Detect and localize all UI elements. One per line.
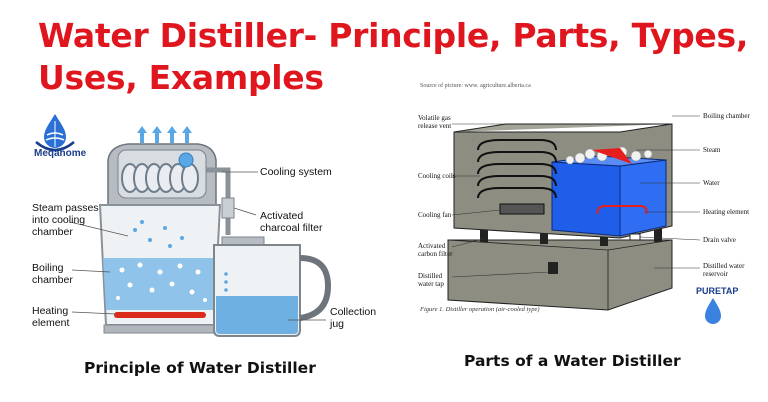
figure-caption: Figure 1. Distiller operation (air-coole… [420,306,540,313]
water-drop-icon [705,298,721,324]
label-cooling-fan: Cooling fan [418,211,452,219]
label-steam-passes-2: into cooling [32,214,86,226]
puretap-logo: PURETAP [696,286,739,296]
left-leader-lines [69,171,326,321]
page-title-line-2: Uses, Examples [38,58,324,97]
label-carbon-2: carbon filter [418,250,453,258]
label-activated-1: Activated [260,210,304,222]
label-steam: Steam [703,146,721,154]
globe-water-drop-icon [35,114,75,152]
distiller-machine [98,126,235,334]
label-heating-1: Heating [32,305,69,317]
caption-parts: Parts of a Water Distiller [464,352,681,370]
label-reservoir-1: Distilled water [703,262,745,270]
label-volatile-2: release vent [418,122,452,130]
right-leader-lines [451,115,701,278]
label-tap-1: Distilled [418,272,443,280]
label-cooling-coils: Cooling coils [418,172,456,180]
distiller-cutaway [447,123,673,311]
label-volatile-1: Volatile gas [418,114,451,122]
label-reservoir-2: reservoir [703,270,728,278]
page-title-line-1: Water Distiller- Principle, Parts, Types… [38,16,749,55]
label-heating-2: element [32,317,70,329]
label-drain-valve: Drain valve [703,236,736,244]
source-note: Source of picture: www. agriculture.albe… [420,83,531,89]
label-collection-2: jug [330,318,345,330]
label-steam-passes-1: Steam passes [32,202,99,214]
label-carbon-1: Activated [418,242,446,250]
collection-jug [213,236,332,337]
label-steam-passes-3: chamber [32,226,73,238]
label-cooling-system: Cooling system [260,166,332,178]
meqahome-logo: Meqahome [34,148,87,159]
label-heating-element: Heating element [703,208,750,216]
label-water: Water [703,179,720,187]
label-boiling-1: Boiling [32,262,64,274]
label-activated-2: charcoal filter [260,222,323,234]
label-collection-1: Collection [330,306,377,318]
label-tap-2: water tap [418,280,444,288]
steam-arrows [137,126,192,143]
caption-principle: Principle of Water Distiller [84,359,316,377]
label-boiling-2: chamber [32,274,73,286]
label-boiling-chamber: Boiling chamber [703,112,750,120]
